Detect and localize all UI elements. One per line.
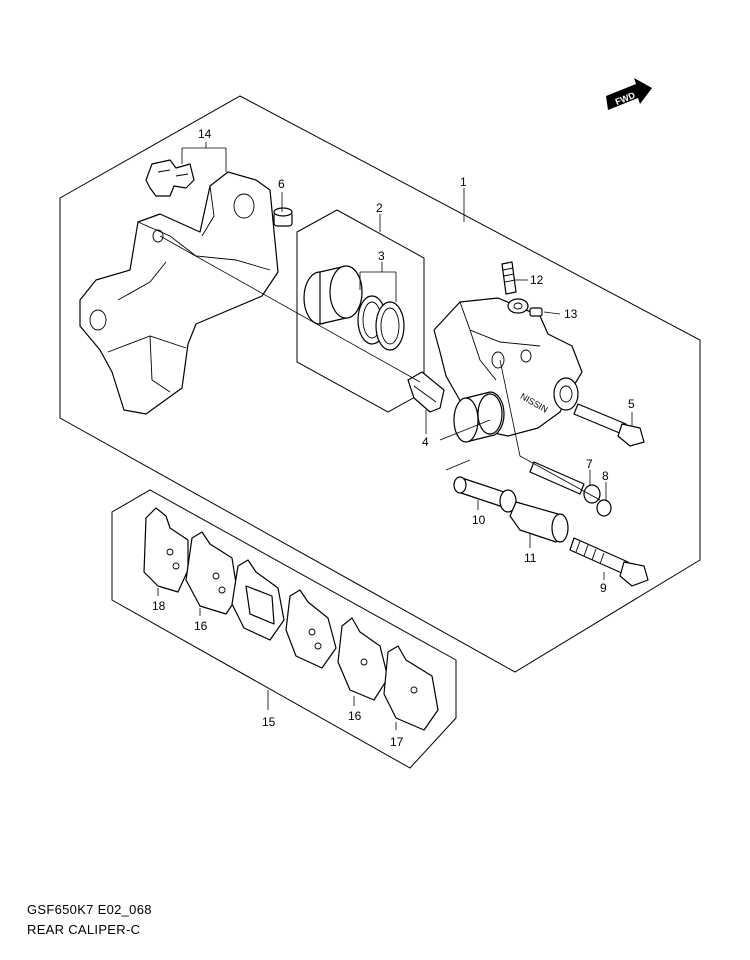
pad-spring [145, 159, 195, 197]
label-16-right: 16 [348, 709, 362, 723]
forward-arrow-icon: FWD [606, 78, 652, 110]
brake-pad-center-right [285, 589, 337, 669]
pad-retainer [407, 371, 445, 413]
label-4: 4 [422, 435, 429, 449]
brake-pad-17 [383, 645, 439, 731]
assembly-center-line [159, 235, 601, 501]
pad-set-frame [111, 489, 457, 769]
brake-pad-18 [143, 507, 189, 593]
slide-pin-sleeve [453, 476, 517, 513]
pin-bolt [573, 403, 645, 447]
label-14: 14 [198, 127, 212, 141]
label-6: 6 [278, 177, 285, 191]
label-15: 15 [262, 715, 276, 729]
label-17: 17 [390, 735, 404, 749]
label-8: 8 [602, 469, 609, 483]
bleeder-valve [501, 261, 517, 295]
label-18: 18 [152, 599, 166, 613]
label-10: 10 [472, 513, 486, 527]
banjo-washer [507, 298, 543, 317]
brake-pad-16-right [337, 617, 389, 701]
label-3: 3 [378, 249, 385, 263]
slide-boot [509, 501, 569, 543]
diagram-title: REAR CALIPER-C [27, 922, 141, 937]
label-11: 11 [524, 551, 537, 565]
label-12: 12 [530, 273, 544, 287]
label-13: 13 [564, 307, 578, 321]
caliper-piston [453, 391, 505, 443]
label-5: 5 [628, 397, 635, 411]
brake-pad-center [231, 559, 285, 641]
leader-lines [157, 142, 633, 730]
sleeve [529, 461, 601, 504]
boot [596, 499, 612, 517]
caliper-bracket [79, 171, 279, 415]
label-9: 9 [600, 581, 607, 595]
label-16-left: 16 [194, 619, 208, 633]
pin-axis-line [439, 419, 491, 471]
bleeder-cap [273, 207, 293, 227]
brake-pad-16-left [185, 531, 239, 615]
label-1: 1 [460, 175, 467, 189]
label-7: 7 [586, 457, 593, 471]
caliper-assembly-frame [59, 95, 701, 673]
pistons [303, 265, 363, 325]
piston-seals [357, 295, 405, 351]
part-labels: 1 2 3 4 5 6 7 8 9 10 11 12 13 14 15 16 1… [152, 127, 635, 749]
model-code: GSF650K7 E02_068 [27, 902, 152, 917]
mounting-bolt [569, 537, 649, 587]
label-2: 2 [376, 201, 383, 215]
